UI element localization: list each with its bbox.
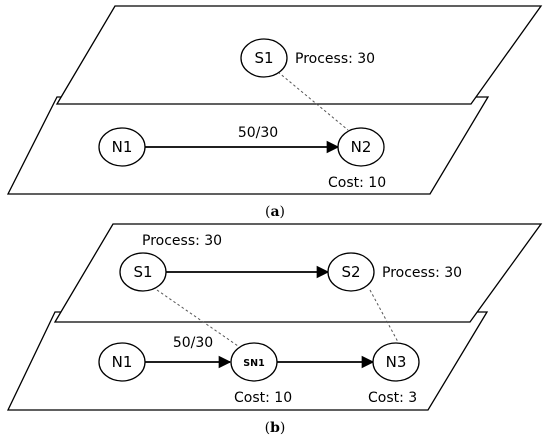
panel-a: S1 Process: 30 50/30 N1 N2 Cost: 10 (a) — [6, 5, 543, 220]
panel-a-caption: (a) — [265, 204, 285, 220]
panel-a-mapping-s1-n2 — [277, 71, 349, 131]
panel-b-process-s1-label: Process: 30 — [142, 233, 222, 249]
panel-b-node-sn1-label: SN1 — [243, 358, 264, 369]
panel-a-node-s1: S1 — [240, 38, 288, 78]
panel-b-node-s2: S2 — [327, 252, 375, 292]
panel-b-cost-sn1-label: Cost: 10 — [234, 390, 292, 406]
panel-a-edge-label: 50/30 — [238, 125, 278, 141]
panel-b-node-n3: N3 — [372, 342, 420, 382]
panel-a-node-n2-label: N2 — [351, 138, 372, 156]
panel-b-caption: (b) — [265, 420, 286, 436]
panel-b-node-s2-label: S2 — [341, 263, 360, 281]
panel-b-node-s1-label: S1 — [133, 263, 152, 281]
panel-a-service-plane — [55, 5, 543, 105]
panel-b-cost-n3-label: Cost: 3 — [368, 390, 417, 406]
panel-a-node-s1-label: S1 — [254, 49, 273, 67]
panel-a-process-label: Process: 30 — [295, 51, 375, 67]
panel-b-process-s2-label: Process: 30 — [382, 265, 462, 281]
panel-b-node-n3-label: N3 — [386, 353, 407, 371]
panel-b-service-plane — [53, 223, 543, 323]
panel-a-physical-plane — [6, 96, 490, 195]
panel-b-mapping-s1-sn1 — [156, 289, 239, 347]
panel-a-node-n1: N1 — [98, 127, 146, 167]
panel-b-edge-label: 50/30 — [173, 335, 213, 351]
panel-a-node-n1-label: N1 — [112, 138, 133, 156]
panel-a-node-n2: N2 — [337, 127, 385, 167]
panel-b-node-sn1: SN1 — [230, 342, 278, 382]
panel-b-node-s1: S1 — [119, 252, 167, 292]
panel-b: S1 Process: 30 S2 Process: 30 50/30 N1 S… — [6, 223, 543, 436]
panel-b-node-n1-label: N1 — [112, 353, 133, 371]
panel-a-cost-label: Cost: 10 — [328, 175, 386, 191]
panel-b-node-n1: N1 — [98, 342, 146, 382]
